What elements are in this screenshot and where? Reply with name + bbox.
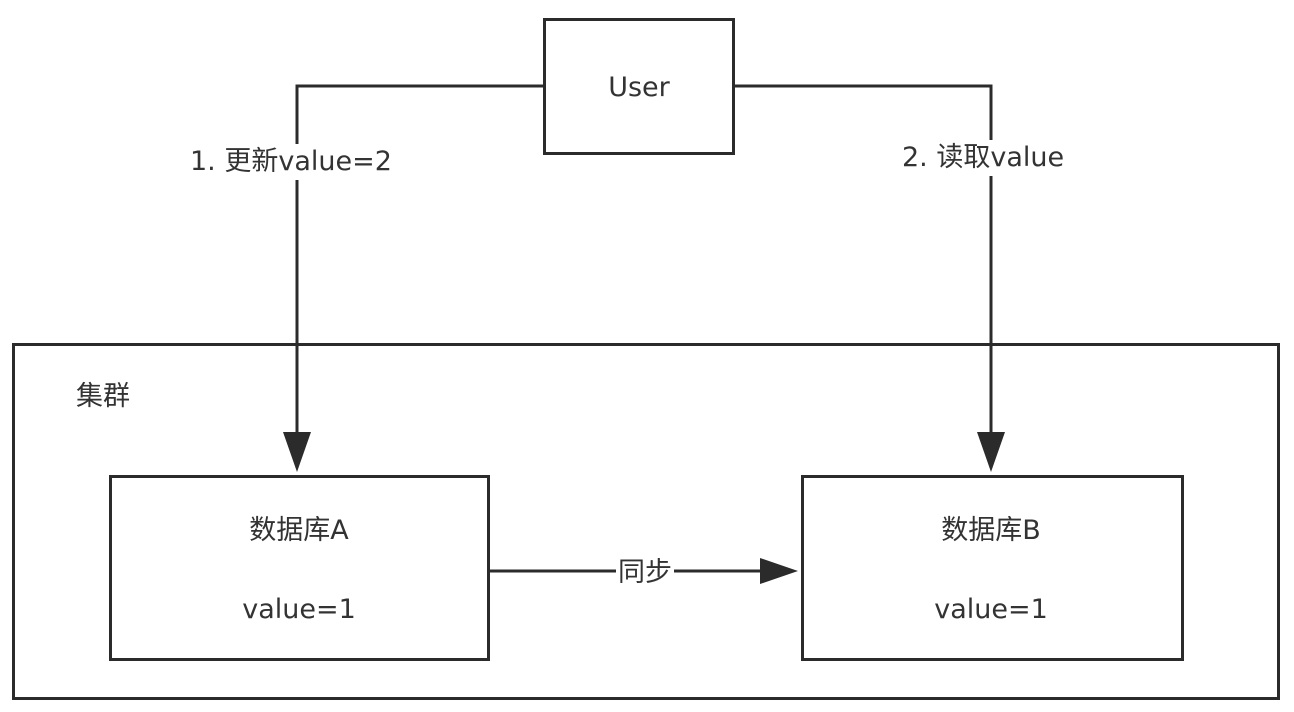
database-a-node xyxy=(109,475,490,661)
sync-edge-label: 同步 xyxy=(616,557,674,589)
cluster-label: 集群 xyxy=(76,381,130,412)
user-node xyxy=(543,18,735,155)
cluster-container xyxy=(12,343,1280,700)
update-arrow xyxy=(295,84,543,432)
read-arrow xyxy=(735,84,993,432)
read-edge-label: 2. 读取value xyxy=(902,140,1065,176)
update-arrowhead xyxy=(283,432,311,472)
database-b-title: 数据库B xyxy=(941,515,1041,546)
database-a-title: 数据库A xyxy=(249,515,349,546)
database-b-node xyxy=(801,475,1184,661)
database-b-value: value=1 xyxy=(934,594,1048,625)
database-a-value: value=1 xyxy=(242,594,356,625)
read-arrowhead xyxy=(977,432,1005,472)
user-label: User xyxy=(608,72,670,103)
sync-arrowhead xyxy=(760,558,798,584)
update-edge-label: 1. 更新value=2 xyxy=(190,144,392,180)
